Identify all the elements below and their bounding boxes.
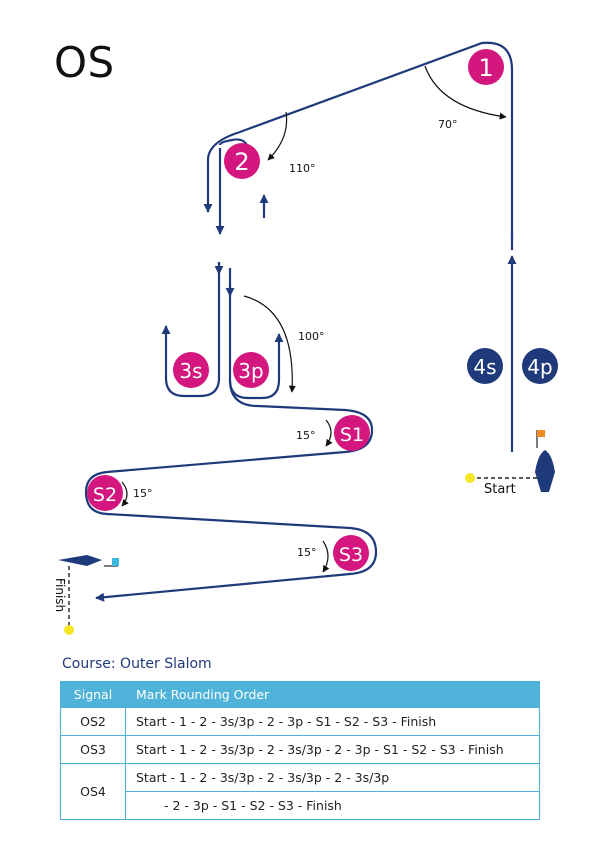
mark-2: 2 (224, 143, 260, 179)
leg-to-3s (161, 262, 221, 398)
svg-text:1: 1 (478, 54, 493, 82)
angle-label-110: 110° (289, 162, 316, 175)
course-diagram: 70° 110° 100° 15° 15° 15° 1 2 3s 3p 4s (53, 41, 558, 635)
header-signal: Signal (60, 681, 126, 708)
course-lines (84, 41, 517, 602)
mark-1: 1 (468, 49, 504, 85)
angle-label-15-s1: 15° (296, 429, 316, 442)
signal-cell: OS3 (60, 735, 126, 764)
svg-text:S1: S1 (340, 424, 364, 446)
angle-arc-70 (424, 65, 507, 120)
angle-arc-15-s3 (322, 540, 330, 573)
leg-start-to-1 (203, 41, 514, 238)
finish-flag (112, 558, 119, 566)
mark-s1: S1 (334, 415, 370, 451)
start-pin-buoy (465, 473, 475, 483)
order-cell: Start - 1 - 2 - 3s/3p - 2 - 3s/3p - 2 - … (125, 735, 540, 764)
start-label: Start (484, 482, 516, 497)
angle-arc-15-s2 (121, 481, 129, 507)
start-area: Start (465, 430, 555, 497)
signal-table: Signal Mark Rounding Order OS2 Start - 1… (60, 681, 540, 820)
signal-cell: OS2 (60, 707, 126, 736)
angle-label-15-s3: 15° (297, 546, 317, 559)
header-order: Mark Rounding Order (125, 681, 540, 708)
finish-pin-buoy (64, 625, 74, 635)
finish-label: Finish (53, 578, 67, 612)
mark-s2: S2 (87, 475, 123, 511)
table-row: OS2 Start - 1 - 2 - 3s/3p - 2 - 3p - S1 … (60, 707, 540, 736)
signal-cell: OS4 (60, 763, 126, 820)
angle-arc-110 (267, 111, 288, 161)
order-cell: Start - 1 - 2 - 3s/3p - 2 - 3p - S1 - S2… (125, 707, 540, 736)
svg-text:4p: 4p (527, 355, 552, 379)
table-header-row: Signal Mark Rounding Order (60, 681, 540, 708)
mark-3p: 3p (233, 352, 269, 388)
mark-4p: 4p (522, 348, 558, 384)
order-cell-line1: Start - 1 - 2 - 3s/3p - 2 - 3s/3p - 2 - … (125, 763, 540, 792)
angle-arc-15-s1 (325, 419, 333, 447)
page-title: OS (54, 38, 115, 87)
angle-label-70: 70° (438, 118, 458, 131)
finish-boat (58, 555, 119, 567)
finish-area: Finish (53, 555, 119, 635)
mark-s3: S3 (333, 535, 369, 571)
angle-arc-100 (243, 295, 296, 393)
svg-text:4s: 4s (473, 355, 496, 379)
svg-text:3p: 3p (238, 359, 263, 383)
svg-text:S3: S3 (339, 544, 363, 566)
start-flag (537, 430, 545, 437)
angle-label-15-s2: 15° (133, 487, 153, 500)
table-row: OS3 Start - 1 - 2 - 3s/3p - 2 - 3s/3p - … (60, 735, 540, 764)
mark-3s: 3s (173, 352, 209, 388)
svg-text:S2: S2 (93, 484, 117, 506)
svg-text:2: 2 (234, 148, 249, 176)
order-cell-line2: - 2 - 3p - S1 - S2 - S3 - Finish (125, 791, 540, 820)
start-boat (535, 430, 555, 492)
leg-slalom (84, 379, 378, 602)
table-row-continuation: - 2 - 3p - S1 - S2 - S3 - Finish (61, 791, 540, 820)
svg-text:3s: 3s (179, 359, 202, 383)
table-row: OS4 Start - 1 - 2 - 3s/3p - 2 - 3s/3p - … (60, 763, 540, 820)
angle-label-100: 100° (298, 330, 325, 343)
mark-4s: 4s (467, 348, 503, 384)
course-title: Course: Outer Slalom (62, 656, 212, 672)
